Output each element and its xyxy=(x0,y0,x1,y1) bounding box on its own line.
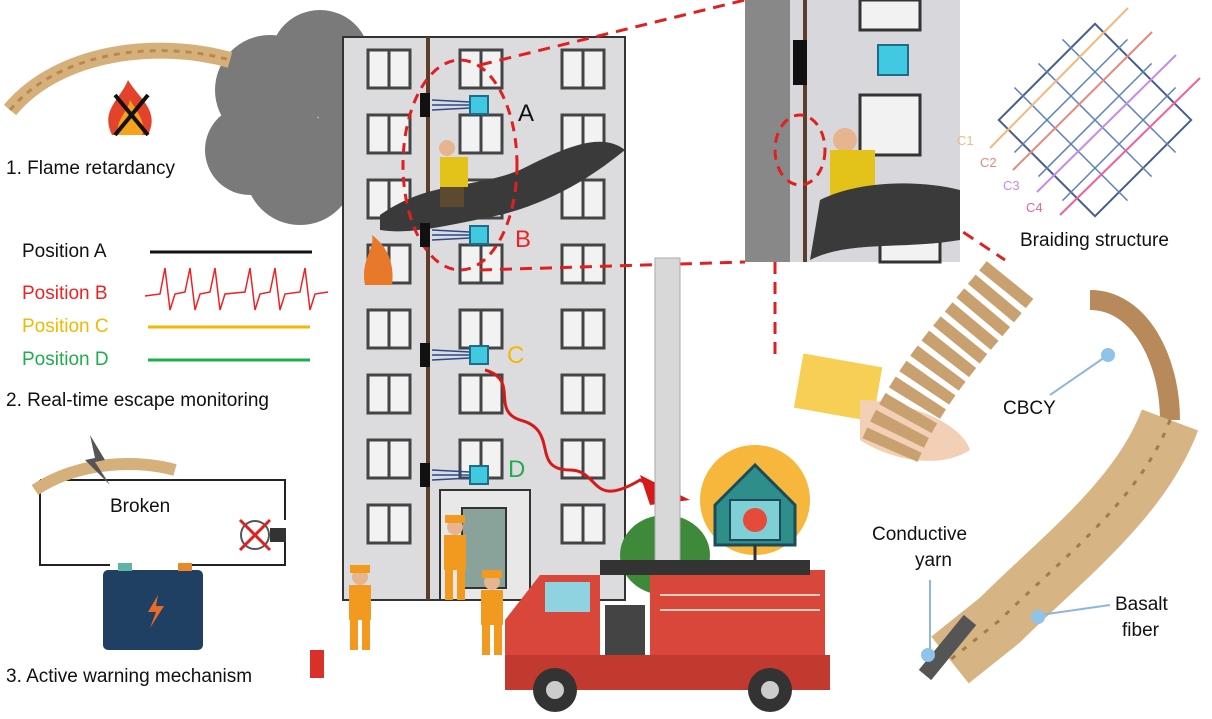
sensor-label-a: A xyxy=(518,100,535,127)
sensor-a xyxy=(420,93,489,117)
sensor-d xyxy=(420,463,489,487)
sensor-b xyxy=(420,223,489,247)
braiding-grid xyxy=(997,22,1193,218)
cbcy-rope xyxy=(862,261,1199,684)
firefighters xyxy=(310,515,503,678)
position-b-signal xyxy=(144,267,329,311)
basalt-label-2: fiber xyxy=(1122,620,1159,641)
conductive-label-2: yarn xyxy=(915,550,952,571)
fire xyxy=(363,235,393,285)
smart-home-icon xyxy=(700,445,810,562)
conductive-label-1: Conductive xyxy=(872,524,968,545)
sensor-label-b: B xyxy=(515,226,532,253)
position-a-label: Position A xyxy=(22,241,107,262)
section-flame-retardancy: 1. Flame retardancy xyxy=(6,158,175,179)
section-active-warning: 3. Active warning mechanism xyxy=(6,666,253,687)
broken-label: Broken xyxy=(110,496,171,517)
carrier-c2: C2 xyxy=(980,155,997,170)
position-d-label: Position D xyxy=(22,349,109,370)
section-escape-monitoring: 2. Real-time escape monitoring xyxy=(6,390,269,411)
carrier-c3: C3 xyxy=(1003,178,1020,193)
smoke-stream xyxy=(380,141,625,232)
building xyxy=(342,36,626,601)
no-fire-icon xyxy=(108,80,152,137)
fire-truck xyxy=(505,560,830,712)
cbcy-label: CBCY xyxy=(1003,398,1056,419)
warning-circuit xyxy=(31,435,286,650)
fire-hydrant xyxy=(310,650,324,678)
basalt-label-1: Basalt xyxy=(1115,594,1168,615)
sensor-label-c: C xyxy=(507,342,525,369)
sensor-label-d: D xyxy=(508,456,526,483)
carrier-c4: C4 xyxy=(1026,200,1043,215)
carrier-c1: C1 xyxy=(957,133,974,148)
position-b-label: Position B xyxy=(22,283,108,304)
signal-wire xyxy=(484,368,681,502)
climber xyxy=(439,140,468,207)
braiding-title: Braiding structure xyxy=(1020,230,1169,251)
zoom-inset xyxy=(745,0,960,264)
position-c-label: Position C xyxy=(22,316,109,337)
sensor-c xyxy=(420,343,489,367)
